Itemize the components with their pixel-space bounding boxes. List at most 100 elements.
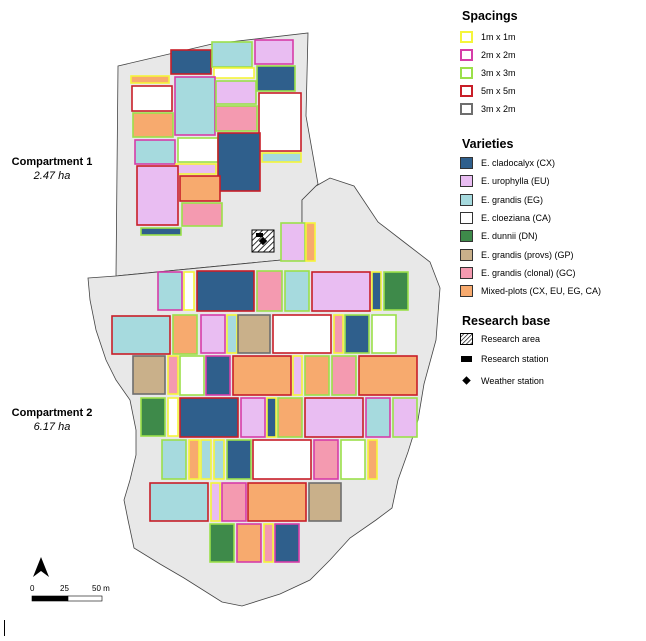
plot xyxy=(277,397,303,438)
compartment-1-name: Compartment 1 xyxy=(11,156,93,168)
legend-variety-label: E. dunnii (DN) xyxy=(481,231,538,242)
plot xyxy=(258,92,302,152)
plot xyxy=(213,67,255,79)
compartment-1-area-label: 2.47 ha xyxy=(33,170,71,182)
legend-variety-6: E. grandis (clonal) (GC) xyxy=(460,265,576,281)
plot xyxy=(284,270,310,312)
plot xyxy=(149,482,209,522)
text-cursor xyxy=(4,620,5,636)
scale-label-50: 50 m xyxy=(92,584,110,593)
plot xyxy=(292,355,303,396)
legend-variety-4: E. dunnii (DN) xyxy=(460,228,538,244)
research-station-marker xyxy=(256,233,263,237)
plot xyxy=(266,397,277,438)
plot xyxy=(161,439,187,480)
plot xyxy=(221,482,247,522)
legend-variety-label: E. urophylla (EU) xyxy=(481,176,550,187)
plot xyxy=(140,227,182,236)
plot xyxy=(383,271,409,311)
plot xyxy=(392,397,418,438)
spacing-swatch xyxy=(460,103,473,115)
plot xyxy=(140,397,166,437)
plot xyxy=(111,315,171,355)
black-rectangle-icon xyxy=(461,356,472,362)
spacing-swatch xyxy=(460,67,473,79)
plot-grid xyxy=(111,39,418,563)
plot xyxy=(213,439,225,480)
legend-research-station-label: Research station xyxy=(481,354,549,364)
variety-swatch xyxy=(460,285,473,298)
compartment-2-area-label: 6.17 ha xyxy=(33,421,71,433)
legend-variety-label: E. grandis (provs) (GP) xyxy=(481,249,574,260)
legend-variety-5: E. grandis (provs) (GP) xyxy=(460,247,574,263)
plot xyxy=(226,314,238,354)
legend-varieties-title: Varieties xyxy=(462,137,514,151)
spacing-swatch xyxy=(460,85,473,97)
legend-research-title: Research base xyxy=(462,314,551,328)
plot xyxy=(333,314,344,354)
plot xyxy=(313,439,339,480)
plot xyxy=(175,163,217,175)
plot xyxy=(188,439,200,480)
plot xyxy=(272,314,332,354)
plot xyxy=(136,165,179,226)
legend-variety-2: E. grandis (EG) xyxy=(460,192,543,208)
plot xyxy=(130,75,170,84)
legend-spacing-label: 2m x 2m xyxy=(481,50,516,60)
plot xyxy=(179,355,205,396)
plot xyxy=(252,439,312,480)
plot xyxy=(200,314,226,354)
plot xyxy=(340,439,366,480)
legend-variety-label: E. grandis (EG) xyxy=(481,194,544,205)
legend-weather-station: Weather station xyxy=(460,373,544,389)
compartment-2-name: Compartment 2 xyxy=(11,407,93,419)
plot xyxy=(344,314,370,354)
plot xyxy=(232,355,292,396)
plot xyxy=(226,439,252,480)
plot xyxy=(240,397,266,438)
plot xyxy=(174,76,216,136)
variety-swatch xyxy=(460,230,473,243)
plot xyxy=(256,270,283,312)
scale-label-25: 25 xyxy=(60,584,69,593)
legend-spacing-4: 3m x 2m xyxy=(460,101,516,117)
variety-swatch xyxy=(460,157,473,169)
plot xyxy=(211,41,253,68)
legend-research-area: Research area xyxy=(460,331,540,347)
plot xyxy=(254,39,294,65)
plot xyxy=(200,439,212,480)
plot xyxy=(263,523,274,563)
plot xyxy=(371,314,397,354)
legend-spacing-1: 2m x 2m xyxy=(460,47,516,63)
legend-variety-7: Mixed-plots (CX, EU, EG, CA) xyxy=(460,283,601,299)
legend-spacing-2: 3m x 3m xyxy=(460,65,516,81)
legend-variety-label: Mixed-plots (CX, EU, EG, CA) xyxy=(481,286,602,297)
plot xyxy=(205,355,231,396)
variety-swatch xyxy=(460,248,473,261)
plot xyxy=(183,271,195,311)
spacing-swatch xyxy=(460,49,473,61)
plot xyxy=(132,355,166,395)
plot xyxy=(261,152,302,163)
plot xyxy=(209,523,235,563)
plot xyxy=(215,105,258,132)
legend-spacing-0: 1m x 1m xyxy=(460,29,516,45)
legend-research-area-label: Research area xyxy=(481,334,541,344)
legend-variety-3: E. cloeziana (CA) xyxy=(460,210,551,226)
plot xyxy=(215,80,257,105)
hatched-square-icon xyxy=(460,333,473,345)
plot xyxy=(236,523,262,563)
variety-swatch xyxy=(460,211,473,224)
plot xyxy=(371,271,382,311)
plot xyxy=(172,314,198,355)
north-arrow-icon xyxy=(33,557,49,577)
legend-spacing-label: 1m x 1m xyxy=(481,32,516,42)
plot xyxy=(311,271,371,312)
plot xyxy=(167,355,179,395)
weather-station-marker xyxy=(258,236,268,246)
black-diamond-icon xyxy=(462,376,471,385)
legend-spacings-title: Spacings xyxy=(462,9,518,23)
variety-swatch xyxy=(460,193,473,206)
plot xyxy=(134,139,176,165)
